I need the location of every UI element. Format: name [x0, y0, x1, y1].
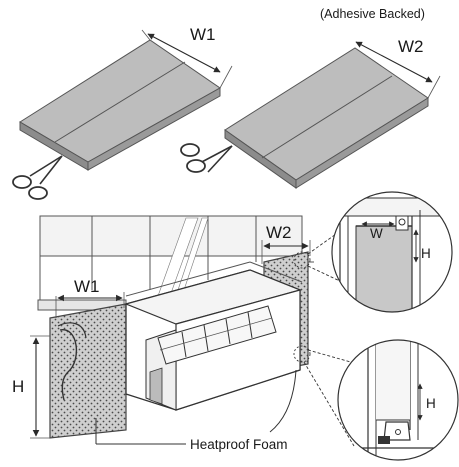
h-detail-bottom-label: H — [426, 396, 436, 411]
w-detail-label: W — [370, 226, 383, 241]
adhesive-note: (Adhesive Backed) — [320, 7, 425, 21]
detail-top-corner: W H — [331, 191, 453, 313]
w2-window-label: W2 — [266, 223, 292, 242]
h-detail-top-label: H — [421, 246, 431, 261]
foam-panel-2 — [224, 47, 429, 189]
w2-top-label: W2 — [398, 37, 424, 56]
w2-window-dimension: W2 — [261, 223, 311, 264]
window-frame — [37, 215, 314, 311]
detail-bottom-corner: H — [337, 339, 459, 461]
ac-front-vent — [157, 305, 277, 365]
w1-top-dimension: W1 — [141, 25, 233, 89]
scissors-2-icon — [180, 143, 233, 173]
air-conditioner-unit — [124, 261, 303, 411]
w2-top-dimension: W2 — [355, 37, 441, 99]
heatproof-foam-callout: Heatproof Foam — [95, 369, 297, 452]
w1-window-label: W1 — [74, 277, 100, 296]
heatproof-foam-label: Heatproof Foam — [190, 437, 288, 452]
heatproof-foam-left — [49, 303, 127, 439]
h-left-label: H — [12, 377, 24, 396]
w1-window-dimension: W1 — [55, 277, 125, 318]
w1-top-label: W1 — [190, 25, 216, 44]
h-left-dimension: H — [12, 335, 50, 439]
scissors-1-icon — [12, 155, 63, 200]
